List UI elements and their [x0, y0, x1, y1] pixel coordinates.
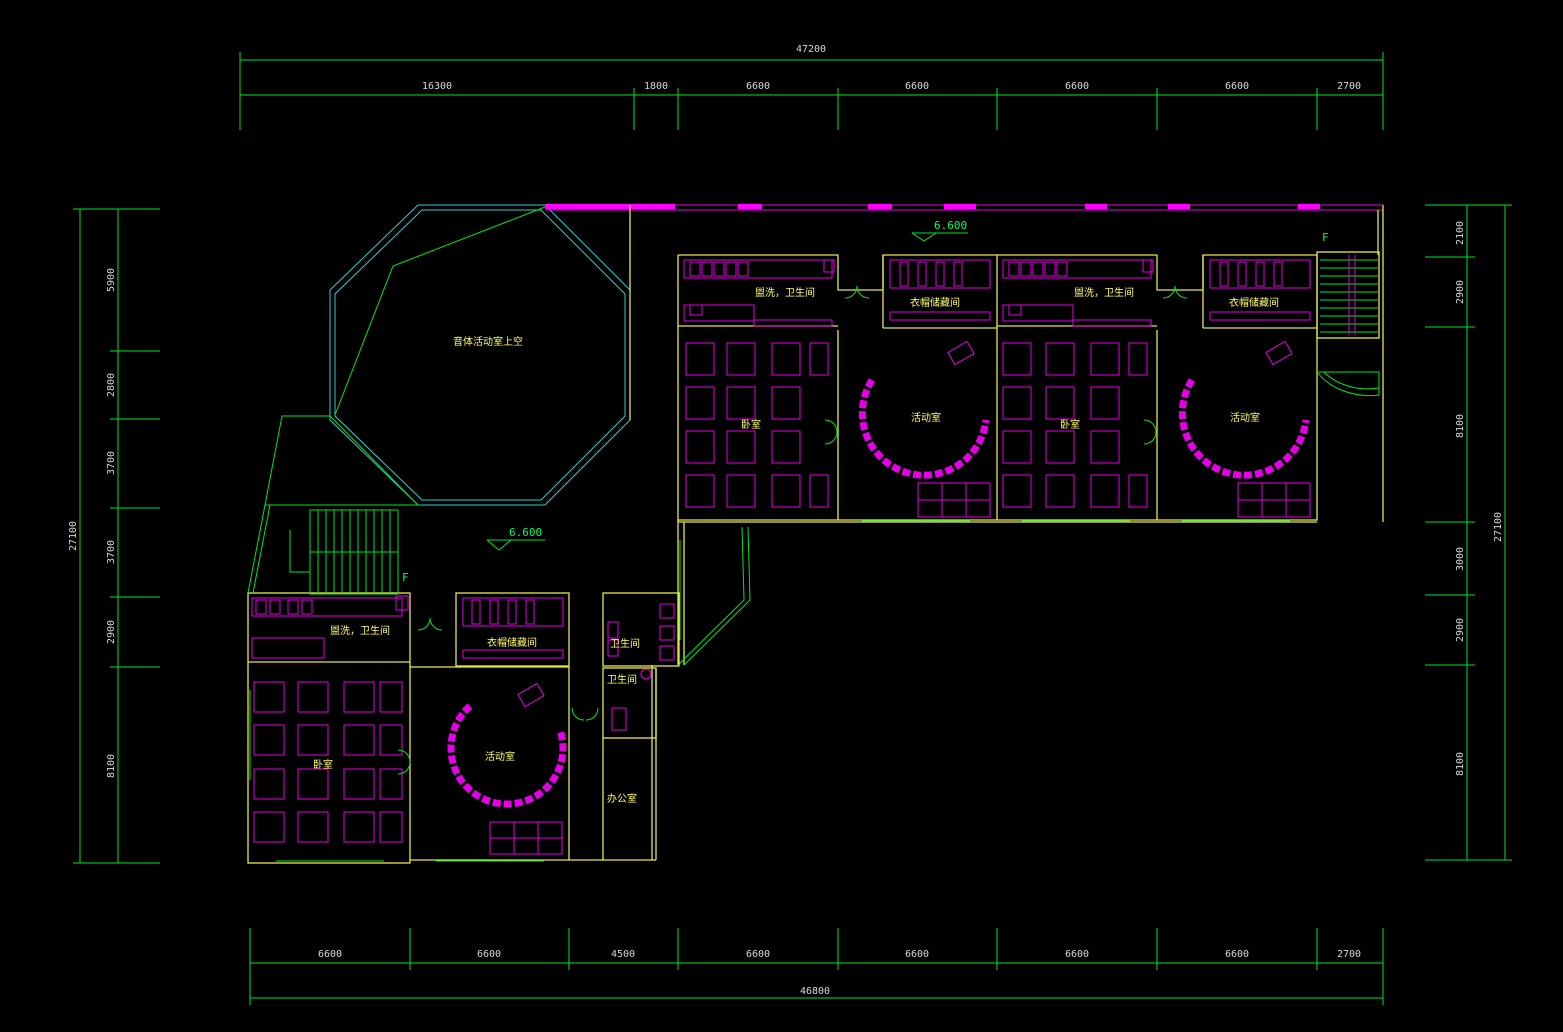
elevation-west-text: 6.600 [509, 526, 542, 539]
dim-bottom-5: 6600 [905, 949, 929, 960]
dim-left-3: 3700 [106, 451, 117, 475]
stair-mark-west: F [402, 571, 409, 584]
dim-left-4: 3700 [106, 540, 117, 564]
dim-right-3: 8100 [1455, 414, 1466, 438]
east-wing-glazing [677, 520, 1290, 666]
office-label: 办公室 [607, 792, 637, 805]
door-swings [397, 285, 1188, 775]
dim-top-total: 47200 [796, 44, 826, 55]
dim-right-5: 2900 [1455, 618, 1466, 642]
dim-left-5: 2900 [106, 620, 117, 644]
dim-bottom-6: 6600 [1065, 949, 1089, 960]
dim-right-total: 27100 [1493, 512, 1504, 542]
toilet-1-label: 卫生间 [610, 637, 640, 650]
west-activity-label: 活动室 [485, 750, 515, 763]
east-cloak-1-label: 衣帽储藏间 [910, 296, 960, 309]
east-bedroom-2-label: 卧室 [1060, 418, 1080, 431]
east-wash-1-label: 盥洗，卫生间 [755, 286, 815, 299]
east-wing-walls [677, 254, 1318, 665]
dim-right-4: 3000 [1455, 547, 1466, 571]
dim-bottom-total: 46800 [800, 986, 830, 997]
elevation-marker-east [911, 232, 968, 242]
dim-bottom-1: 6600 [318, 949, 342, 960]
dim-bottom-8: 2700 [1337, 949, 1361, 960]
dim-top-4: 6600 [905, 81, 929, 92]
dim-left-1: 5900 [106, 268, 117, 292]
west-stair [289, 509, 399, 595]
music-hall-label: 音体活动室上空 [453, 335, 523, 348]
dim-top-5: 6600 [1065, 81, 1089, 92]
east-unit-2-furniture [1002, 259, 1311, 518]
east-stair [1315, 251, 1380, 397]
west-unit-furniture [251, 595, 675, 855]
dim-bottom-7: 6600 [1225, 949, 1249, 960]
west-wash-label: 盥洗，卫生间 [330, 624, 390, 637]
stair-mark-east: F [1322, 231, 1329, 244]
dim-bottom-2: 6600 [477, 949, 501, 960]
dim-right-6: 8100 [1455, 752, 1466, 776]
dim-top-1: 16300 [422, 81, 452, 92]
east-unit-1-furniture [683, 259, 991, 518]
east-cloak-2-label: 衣帽储藏间 [1229, 296, 1279, 309]
music-hall-void [264, 204, 631, 506]
north-corridor [545, 204, 1384, 522]
dim-right-1: 2100 [1455, 221, 1466, 245]
dim-left-6: 8100 [106, 754, 117, 778]
dim-top-3: 6600 [746, 81, 770, 92]
dim-top-7: 2700 [1337, 81, 1361, 92]
dim-bottom-4: 6600 [746, 949, 770, 960]
toilet-2-label: 卫生间 [607, 673, 637, 686]
east-bedroom-1-label: 卧室 [741, 418, 761, 431]
dim-top-6: 6600 [1225, 81, 1249, 92]
east-activity-2-label: 活动室 [1230, 411, 1260, 424]
west-bedroom-label: 卧室 [313, 758, 333, 771]
west-wing-walls [247, 592, 680, 864]
dim-right-2: 2900 [1455, 280, 1466, 304]
elevation-marker-west [486, 539, 545, 551]
west-cloak-label: 衣帽储藏间 [487, 636, 537, 649]
dimension-lines [73, 52, 1512, 1005]
east-activity-1-label: 活动室 [911, 411, 941, 424]
dim-top-2: 1800 [644, 81, 668, 92]
dim-left-total: 27100 [68, 521, 79, 551]
west-wing-glazing [247, 504, 544, 862]
dim-bottom-3: 4500 [611, 949, 635, 960]
elevation-east-text: 6.600 [934, 219, 967, 232]
east-wash-2-label: 盥洗，卫生间 [1074, 286, 1134, 299]
dim-left-2: 2800 [106, 373, 117, 397]
